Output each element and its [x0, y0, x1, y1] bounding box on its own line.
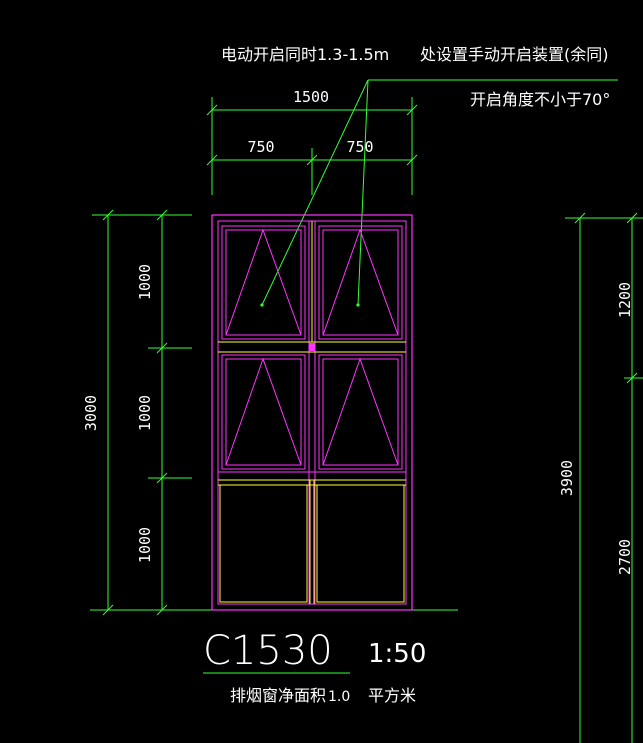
dim-left-pane-width: 750 — [247, 138, 274, 156]
opening-triangle-upper-left — [225, 228, 302, 336]
dim-overall-height: 3000 — [82, 395, 100, 431]
fixed-pane-right — [316, 484, 405, 603]
sash-middle-left — [221, 354, 306, 470]
opening-triangle-middle-right — [322, 357, 399, 466]
middle-sash-row — [221, 354, 403, 470]
dim-right-pane-width: 750 — [346, 138, 373, 156]
note-manual-device: 处设置手动开启装置(余同) — [420, 45, 609, 64]
dim-right-total-height: 3900 — [558, 460, 576, 496]
left-dimension-lines — [90, 209, 458, 616]
upper-sash-row — [221, 225, 403, 340]
note-electric-opening: 电动开启同时1.3-1.5m — [221, 45, 389, 64]
lower-fixed-glass — [218, 221, 406, 604]
dim-right-lower-height: 2700 — [616, 539, 634, 575]
window-code: C1530 — [203, 628, 333, 674]
leader-to-left-sash — [261, 79, 369, 306]
drawing-scale: 1:50 — [368, 639, 426, 669]
dim-middle-row-height: 1000 — [136, 395, 154, 431]
dim-overall-width: 1500 — [293, 88, 329, 106]
outer-frame — [211, 214, 413, 611]
top-dimension-lines — [206, 97, 418, 195]
dim-right-upper-height: 1200 — [616, 282, 634, 318]
right-dimension-lines — [565, 212, 643, 743]
sash-upper-right — [318, 225, 403, 340]
leader-dot-left — [260, 303, 264, 307]
sash-upper-left — [221, 225, 306, 340]
opening-triangle-middle-left — [225, 357, 302, 466]
dim-upper-row-height: 1000 — [136, 264, 154, 300]
vent-area-label: 排烟窗净面积 — [230, 686, 326, 705]
transom-joint — [309, 343, 315, 351]
opening-triangle-upper-right — [322, 228, 399, 336]
leader-to-right-sash — [357, 79, 369, 306]
leader-lines — [261, 79, 618, 306]
fixed-pane-left — [219, 484, 308, 603]
dim-lower-row-height: 1000 — [136, 527, 154, 563]
note-opening-angle: 开启角度不小于70° — [470, 90, 610, 109]
vent-area-unit: 平方米 — [368, 686, 416, 705]
transom-lower — [217, 471, 407, 481]
sash-middle-right — [318, 354, 403, 470]
vent-area-value: 1.0 — [328, 689, 350, 705]
leader-dot-right — [356, 303, 360, 307]
